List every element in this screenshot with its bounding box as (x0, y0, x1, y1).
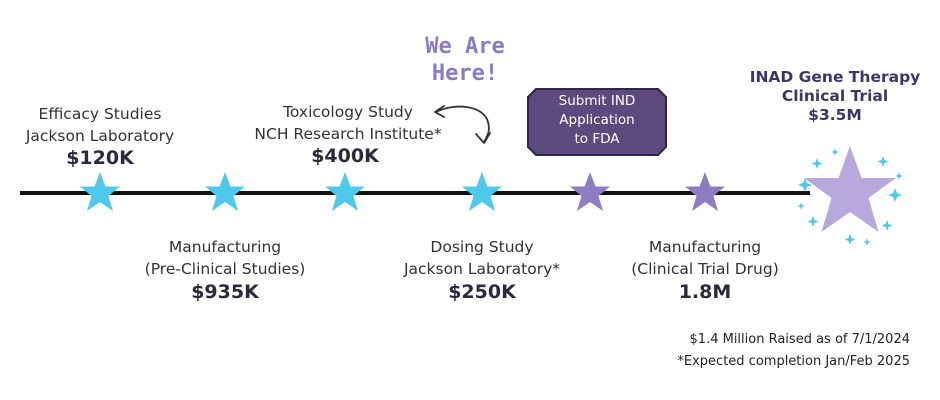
milestone-manufacturing-preclinical-line1: Manufacturing (168, 238, 282, 256)
milestone-efficacy-line1: Efficacy Studies (38, 105, 162, 123)
milestone-manufacturing-clinical-line1: Manufacturing (648, 238, 762, 256)
star-icon (570, 172, 610, 211)
milestone-dosing-label: Dosing Study Jackson Laboratory* (384, 236, 580, 280)
footnotes: $1.4 Million Raised as of 7/1/2024 *Expe… (677, 329, 910, 373)
timeline-line (20, 191, 810, 195)
expected-completion-note: *Expected completion Jan/Feb 2025 (677, 354, 910, 369)
final-goal-line2: Clinical Trial (781, 87, 889, 105)
milestone-toxicology-label: Toxicology Study NCH Research Institute* (238, 101, 458, 145)
milestone-manufacturing-clinical-line2: (Clinical Trial Drug) (631, 260, 779, 278)
ind-application-text: Submit IND Application to FDA (526, 92, 668, 149)
milestone-manufacturing-clinical-label: Manufacturing (Clinical Trial Drug) (610, 236, 800, 280)
we-are-here-line2: Here! (431, 61, 499, 86)
final-goal-line1: INAD Gene Therapy (749, 68, 921, 86)
ind-application-box (527, 88, 667, 156)
milestone-manufacturing-clinical-amount: 1.8M (678, 281, 732, 303)
star-icon (205, 172, 245, 211)
milestone-dosing-line1: Dosing Study (430, 238, 534, 256)
star-icon (325, 172, 365, 211)
ind-line2: Application (559, 112, 635, 128)
sparkle-icon (797, 148, 903, 246)
star-icon (685, 172, 725, 211)
we-are-here-line1: We Are (425, 34, 505, 59)
final-goal-title: INAD Gene Therapy Clinical Trial $3.5M (735, 68, 935, 125)
milestone-efficacy-amount: $120K (66, 147, 134, 169)
ind-line1: Submit IND (558, 93, 636, 109)
milestone-manufacturing-preclinical-label: Manufacturing (Pre-Clinical Studies) (125, 236, 325, 280)
milestone-manufacturing-preclinical-line2: (Pre-Clinical Studies) (144, 260, 306, 278)
milestone-manufacturing-preclinical-amount: $935K (191, 281, 259, 303)
final-goal-amount: $3.5M (808, 106, 862, 124)
milestone-toxicology-line1: Toxicology Study (283, 103, 413, 121)
milestone-dosing-line2: Jackson Laboratory* (403, 260, 561, 278)
star-icon (462, 172, 502, 211)
final-goal-star-icon (797, 146, 903, 246)
milestone-toxicology-amount: $400K (311, 145, 379, 167)
ind-line3: to FDA (574, 131, 620, 147)
milestone-toxicology-line2: NCH Research Institute* (254, 125, 442, 143)
milestone-dosing-amount: $250K (448, 281, 516, 303)
milestone-efficacy-line2: Jackson Laboratory (25, 127, 175, 145)
star-icon (80, 172, 120, 211)
raised-note: $1.4 Million Raised as of 7/1/2024 (689, 332, 910, 347)
curved-arrow-icon (434, 105, 491, 144)
we-are-here-callout: We Are Here! (400, 33, 530, 87)
milestone-efficacy-label: Efficacy Studies Jackson Laboratory (20, 103, 180, 147)
